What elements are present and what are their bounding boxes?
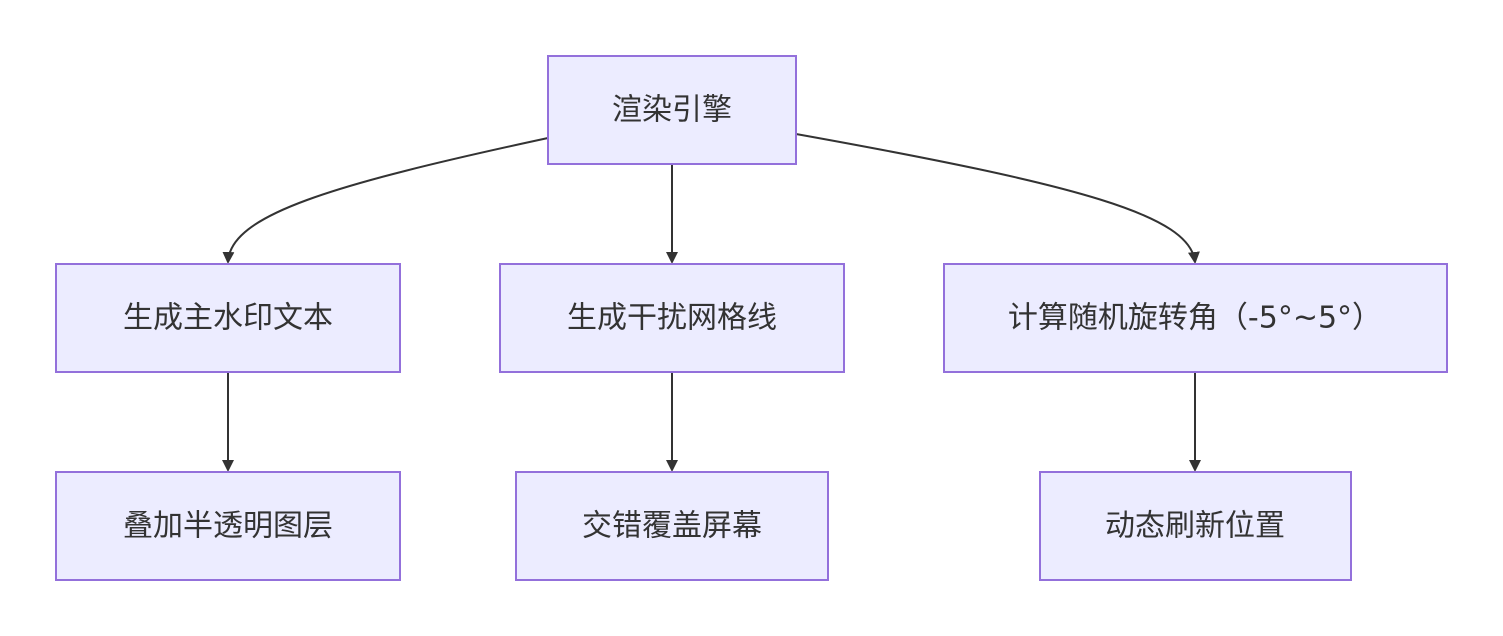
node-box — [55, 471, 401, 581]
node-root: 渲染引擎 — [547, 55, 797, 165]
node-label: 叠加半透明图层 — [123, 509, 333, 544]
node-label: 生成干扰网格线 — [567, 301, 777, 336]
node-box — [943, 263, 1448, 373]
edge-root-to-random-rotation — [795, 133, 1200, 264]
node-box — [1039, 471, 1352, 581]
node-interference-grid: 生成干扰网格线 — [499, 263, 845, 373]
node-box — [547, 55, 797, 165]
node-label: 渲染引擎 — [612, 93, 732, 128]
node-main-watermark-text: 生成主水印文本 — [55, 263, 401, 373]
node-label: 计算随机旋转角（-5°~5°） — [1008, 301, 1382, 336]
node-box — [55, 263, 401, 373]
node-random-rotation: 计算随机旋转角（-5°~5°） — [943, 263, 1448, 373]
node-label: 动态刷新位置 — [1105, 509, 1285, 544]
node-box — [499, 263, 845, 373]
node-translucent-layer: 叠加半透明图层 — [55, 471, 401, 581]
node-label: 交错覆盖屏幕 — [582, 509, 762, 544]
edges — [222, 133, 1201, 472]
edge-root-to-main-watermark-text — [222, 137, 549, 264]
node-interleaved-cover: 交错覆盖屏幕 — [515, 471, 829, 581]
node-box — [515, 471, 829, 581]
node-dynamic-refresh: 动态刷新位置 — [1039, 471, 1352, 581]
node-label: 生成主水印文本 — [123, 301, 333, 336]
